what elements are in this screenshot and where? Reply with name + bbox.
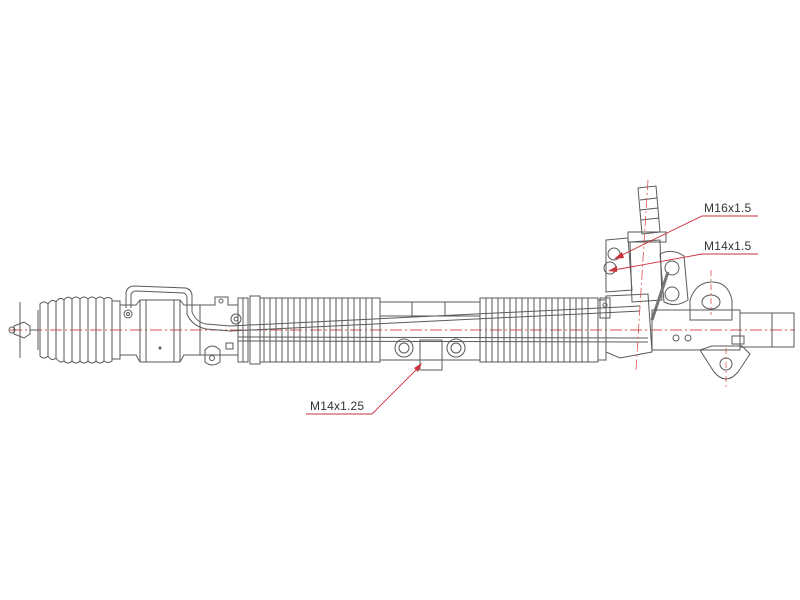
callout-m14x1.5: M14x1.5 xyxy=(704,239,752,253)
left-housing xyxy=(119,285,231,363)
valve-body xyxy=(599,185,689,359)
hydraulic-lines xyxy=(229,305,649,343)
center-mount xyxy=(379,301,481,371)
leader-m1425 xyxy=(306,365,421,415)
middle-left-boot xyxy=(249,295,381,365)
leader-m14 xyxy=(613,253,758,271)
pinion-axis xyxy=(635,179,649,371)
callout-m14x1.25: M14x1.25 xyxy=(310,399,365,413)
callout-m16x1.5: M16x1.5 xyxy=(704,201,752,215)
arrow-m1425 xyxy=(414,363,422,372)
arrow-m14 xyxy=(608,266,617,272)
middle-right-boot xyxy=(479,297,607,363)
left-boot xyxy=(37,296,121,364)
leader-m16 xyxy=(619,215,758,257)
left-tie-rod-end xyxy=(8,302,38,358)
right-housing xyxy=(651,281,795,380)
arrow-m16 xyxy=(614,252,624,259)
